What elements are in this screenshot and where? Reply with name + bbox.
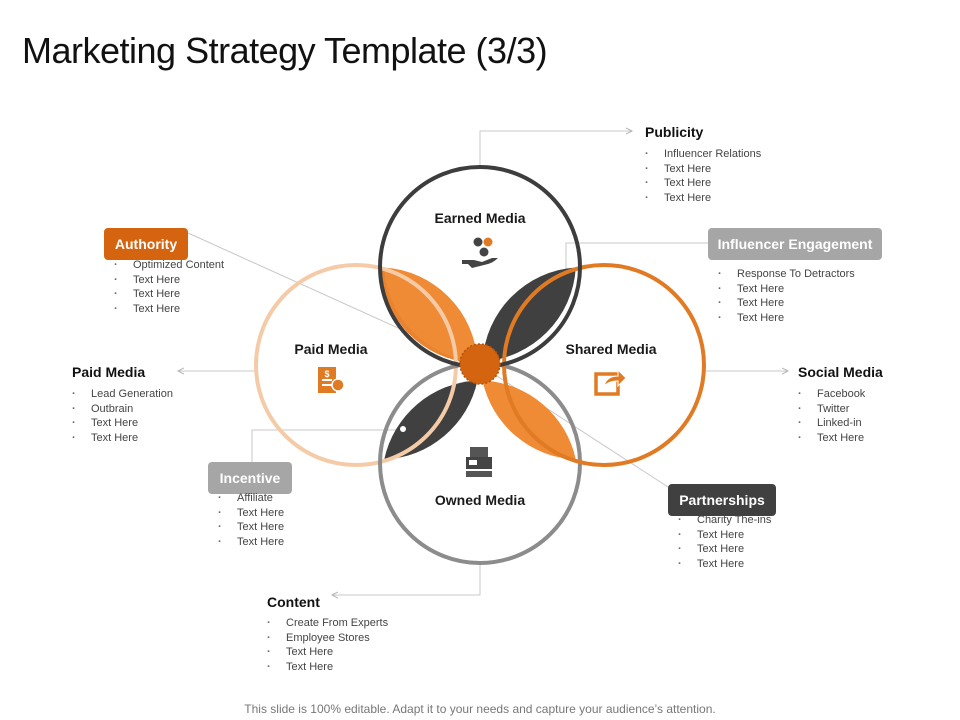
content-title: Content [267, 594, 320, 610]
printer-media-icon [466, 447, 492, 477]
list-item: Text Here [678, 528, 771, 543]
list-item: Charity The-ins [678, 513, 771, 528]
partnerships-list: Charity The-ins Text Here Text Here Text… [678, 513, 771, 571]
list-item: Text Here [267, 645, 388, 660]
owned-media-label: Owned Media [434, 492, 526, 508]
list-item: Text Here [114, 273, 224, 288]
paid-media-label: Paid Media [294, 341, 368, 357]
list-item: Text Here [645, 176, 761, 191]
circle-paid-media [254, 263, 458, 467]
incentive-tag: Incentive [208, 462, 292, 494]
list-item: Text Here [718, 311, 855, 326]
partnerships-tag: Partnerships [668, 484, 776, 516]
earned-media-label: Earned Media [434, 210, 526, 226]
list-item: Employee Stores [267, 631, 388, 646]
list-item: Twitter [798, 402, 865, 417]
list-item: Linked-in [798, 416, 865, 431]
publicity-title: Publicity [645, 124, 704, 140]
social-media-list: Facebook Twitter Linked-in Text Here [798, 387, 865, 445]
list-item: Text Here [218, 535, 284, 550]
list-item: Text Here [114, 302, 224, 317]
share-arrow-icon [594, 368, 627, 396]
list-item: Text Here [718, 296, 855, 311]
social-media-title: Social Media [798, 364, 883, 380]
list-item: Text Here [72, 416, 173, 431]
list-item: Text Here [645, 162, 761, 177]
influencer-engagement-list: Response To Detractors Text Here Text He… [718, 267, 855, 325]
connector-publicity [479, 131, 632, 165]
lens-paid-owned [384, 380, 478, 460]
page-title: Marketing Strategy Template (3/3) [22, 30, 548, 71]
list-item: Text Here [645, 191, 761, 206]
publicity-list: Influencer Relations Text Here Text Here… [645, 147, 761, 205]
hand-coins-icon [462, 237, 498, 268]
authority-tag: Authority [104, 228, 188, 260]
connector-incentive [251, 429, 405, 462]
circle-shared-media [502, 263, 706, 467]
list-item: Lead Generation [72, 387, 173, 402]
circle-earned-media [378, 165, 582, 369]
list-item: Affiliate [218, 491, 284, 506]
list-item: Text Here [114, 287, 224, 302]
list-item: Optimized Content [114, 258, 224, 273]
list-item: Outbrain [72, 402, 173, 417]
content-list: Create From Experts Employee Stores Text… [267, 616, 388, 674]
list-item: Influencer Relations [645, 147, 761, 162]
lens-dot [400, 426, 406, 432]
connector-content [332, 562, 481, 595]
paid-media-title: Paid Media [72, 364, 146, 380]
invoice-dollar-icon: $ [318, 367, 345, 393]
svg-text:$: $ [324, 369, 329, 379]
list-item: Text Here [72, 431, 173, 446]
list-item: Text Here [218, 520, 284, 535]
lens-shared-owned [482, 380, 576, 460]
list-item: Facebook [798, 387, 865, 402]
authority-list: Optimized Content Text Here Text Here Te… [114, 258, 224, 316]
center-badge [459, 343, 501, 385]
shared-media-label: Shared Media [565, 341, 657, 357]
influencer-engagement-tag: Influencer Engagement [708, 228, 882, 260]
list-item: Text Here [267, 660, 388, 675]
list-item: Create From Experts [267, 616, 388, 631]
incentive-list: Affiliate Text Here Text Here Text Here [218, 491, 284, 549]
list-item: Text Here [678, 557, 771, 572]
list-item: Text Here [678, 542, 771, 557]
list-item: Text Here [218, 506, 284, 521]
list-item: Text Here [718, 282, 855, 297]
footer-note: This slide is 100% editable. Adapt it to… [244, 702, 716, 716]
list-item: Response To Detractors [718, 267, 855, 282]
list-item: Text Here [798, 431, 865, 446]
paid-media-list: Lead Generation Outbrain Text Here Text … [72, 387, 173, 445]
